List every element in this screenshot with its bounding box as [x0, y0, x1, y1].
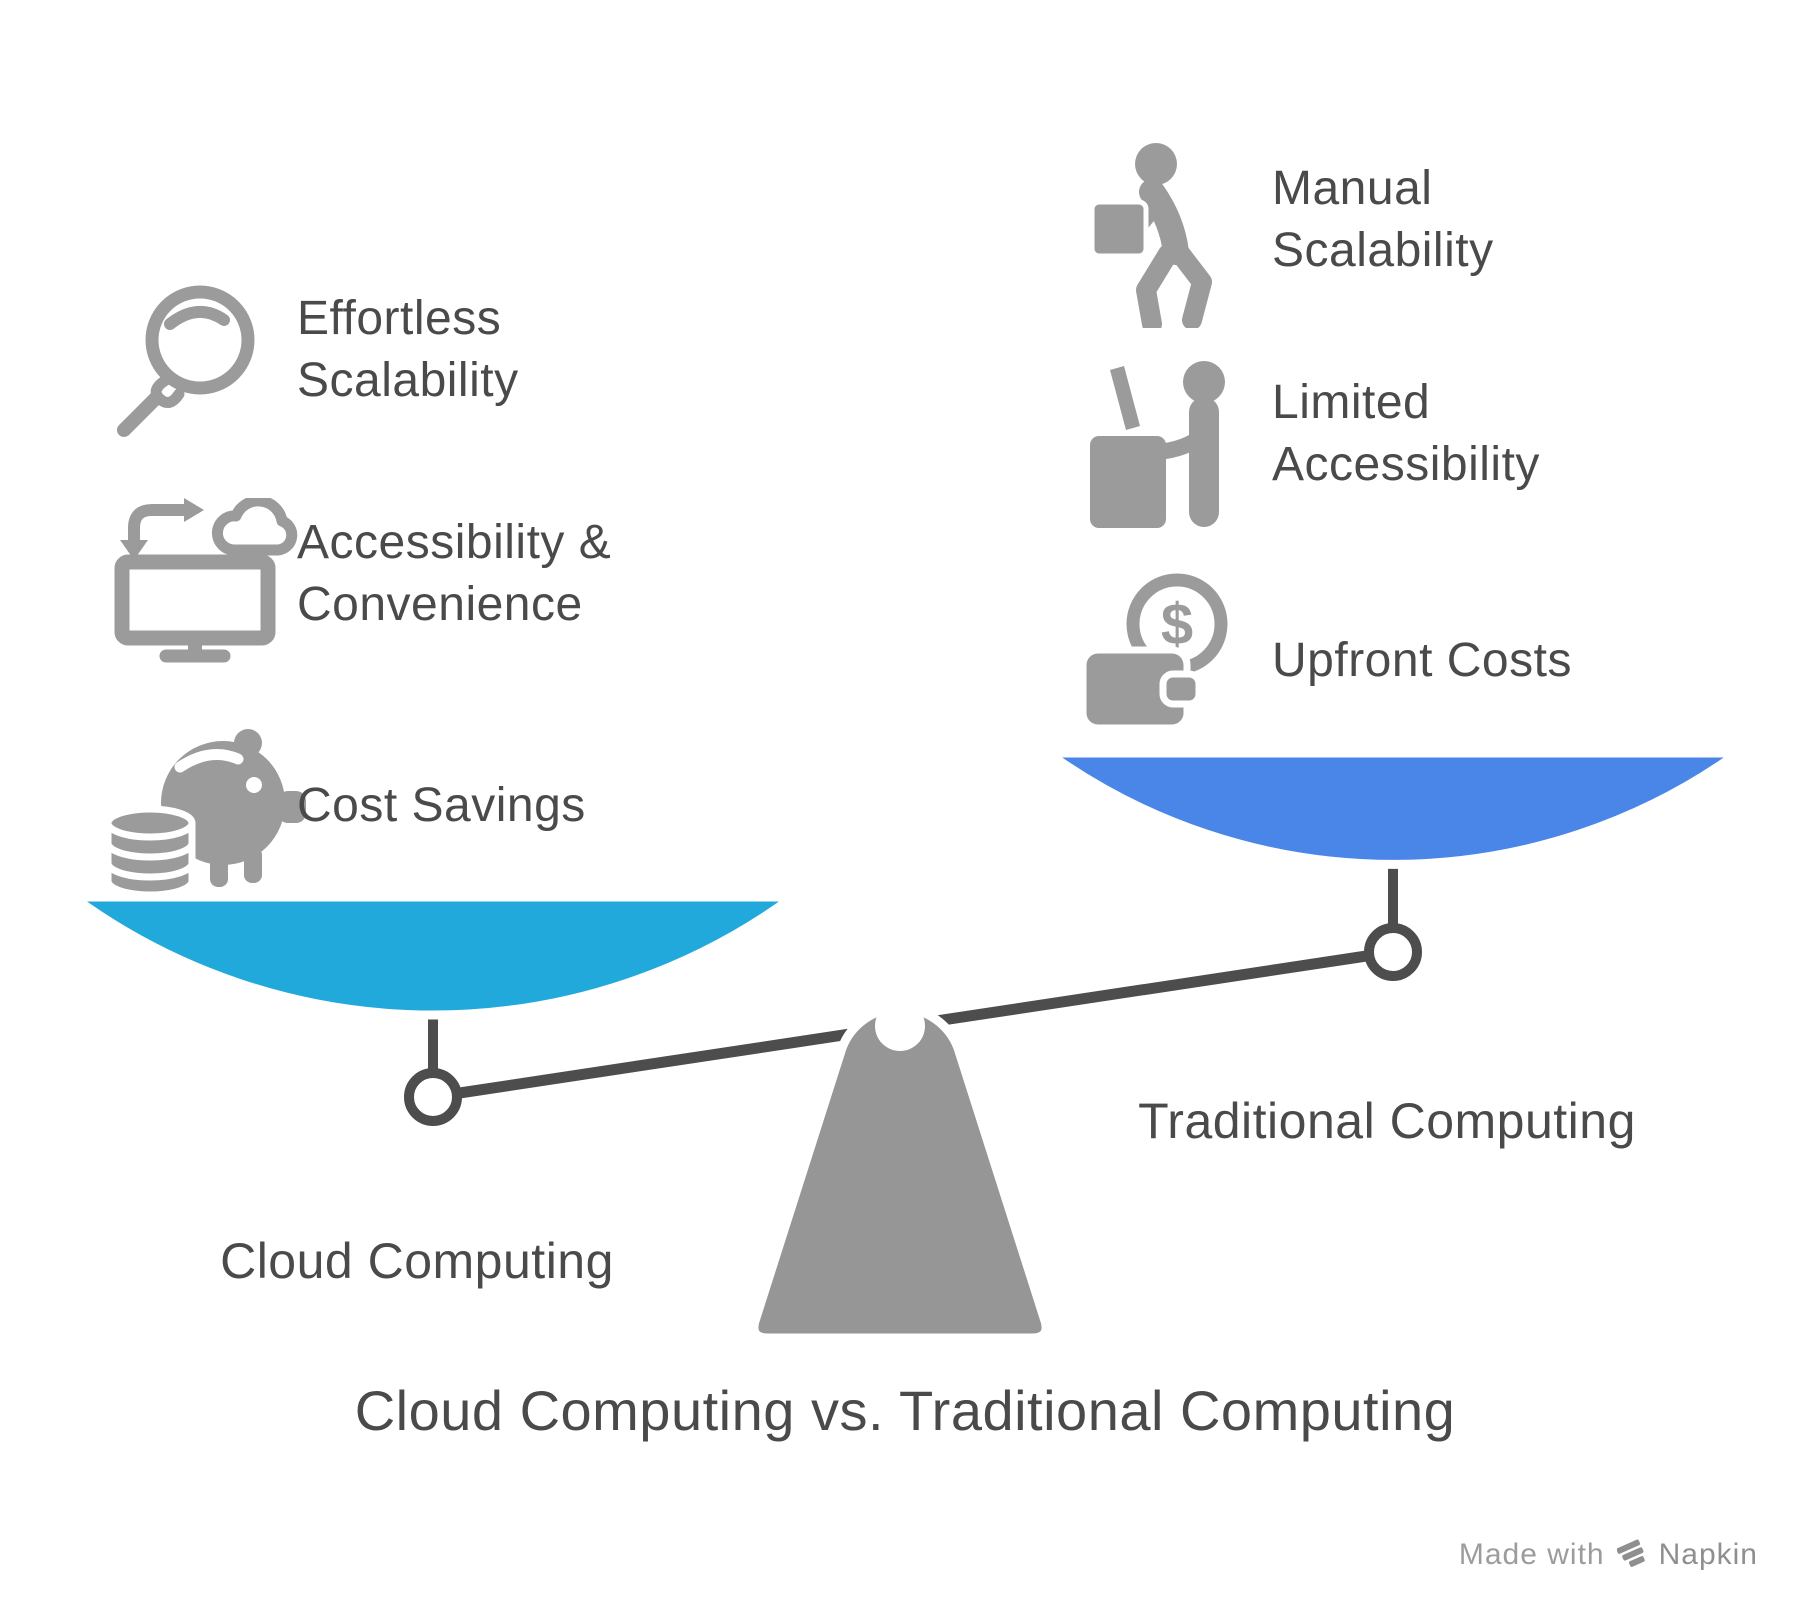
piggy-bank-icon — [104, 729, 306, 899]
cloud-sync-monitor-icon — [114, 498, 298, 663]
left-pan-label: Cloud Computing — [220, 1233, 614, 1289]
feature-line: Cost Savings — [297, 779, 586, 832]
napkin-logo-icon — [1616, 1539, 1645, 1567]
feature-line: Effortless — [297, 292, 502, 345]
feature-line: Manual — [1272, 162, 1433, 215]
left-pan — [68, 892, 798, 1020]
feature-accessibility-convenience: Accessibility & Convenience — [297, 512, 611, 636]
napkin-brand-text: Napkin — [1658, 1538, 1758, 1571]
feature-line: Upfront Costs — [1272, 634, 1572, 687]
feature-effortless-scalability: Effortless Scalability — [297, 288, 519, 412]
feature-cost-savings: Cost Savings — [297, 775, 586, 837]
feature-line: Accessibility & — [297, 516, 612, 569]
feature-line: Accessibility — [1272, 438, 1540, 491]
dollar-sign: $ — [1161, 592, 1193, 657]
person-carrying-box-icon — [1089, 143, 1212, 328]
person-at-desk-icon — [1090, 361, 1225, 528]
feature-limited-accessibility: Limited Accessibility — [1272, 372, 1540, 496]
diagram-title: Cloud Computing vs. Traditional Computin… — [354, 1379, 1456, 1442]
fulcrum — [749, 1003, 1051, 1343]
made-with-text: Made with — [1458, 1538, 1605, 1571]
footer-attribution: Made with Napkin — [1459, 1538, 1758, 1572]
feature-manual-scalability: Manual Scalability — [1272, 158, 1494, 282]
right-beam-ring — [1364, 923, 1422, 981]
balloon-icon — [117, 285, 255, 437]
feature-line: Limited — [1272, 376, 1431, 429]
feature-upfront-costs: Upfront Costs — [1272, 630, 1572, 692]
left-beam-ring — [404, 1068, 462, 1126]
fulcrum-hole — [875, 1001, 925, 1051]
right-pan — [1043, 748, 1743, 869]
right-pan-label: Traditional Computing — [1138, 1093, 1636, 1149]
feature-line: Scalability — [1272, 224, 1494, 277]
wallet-dollar-icon: $ — [1075, 573, 1228, 732]
feature-line: Convenience — [297, 578, 583, 631]
feature-line: Scalability — [297, 354, 519, 407]
